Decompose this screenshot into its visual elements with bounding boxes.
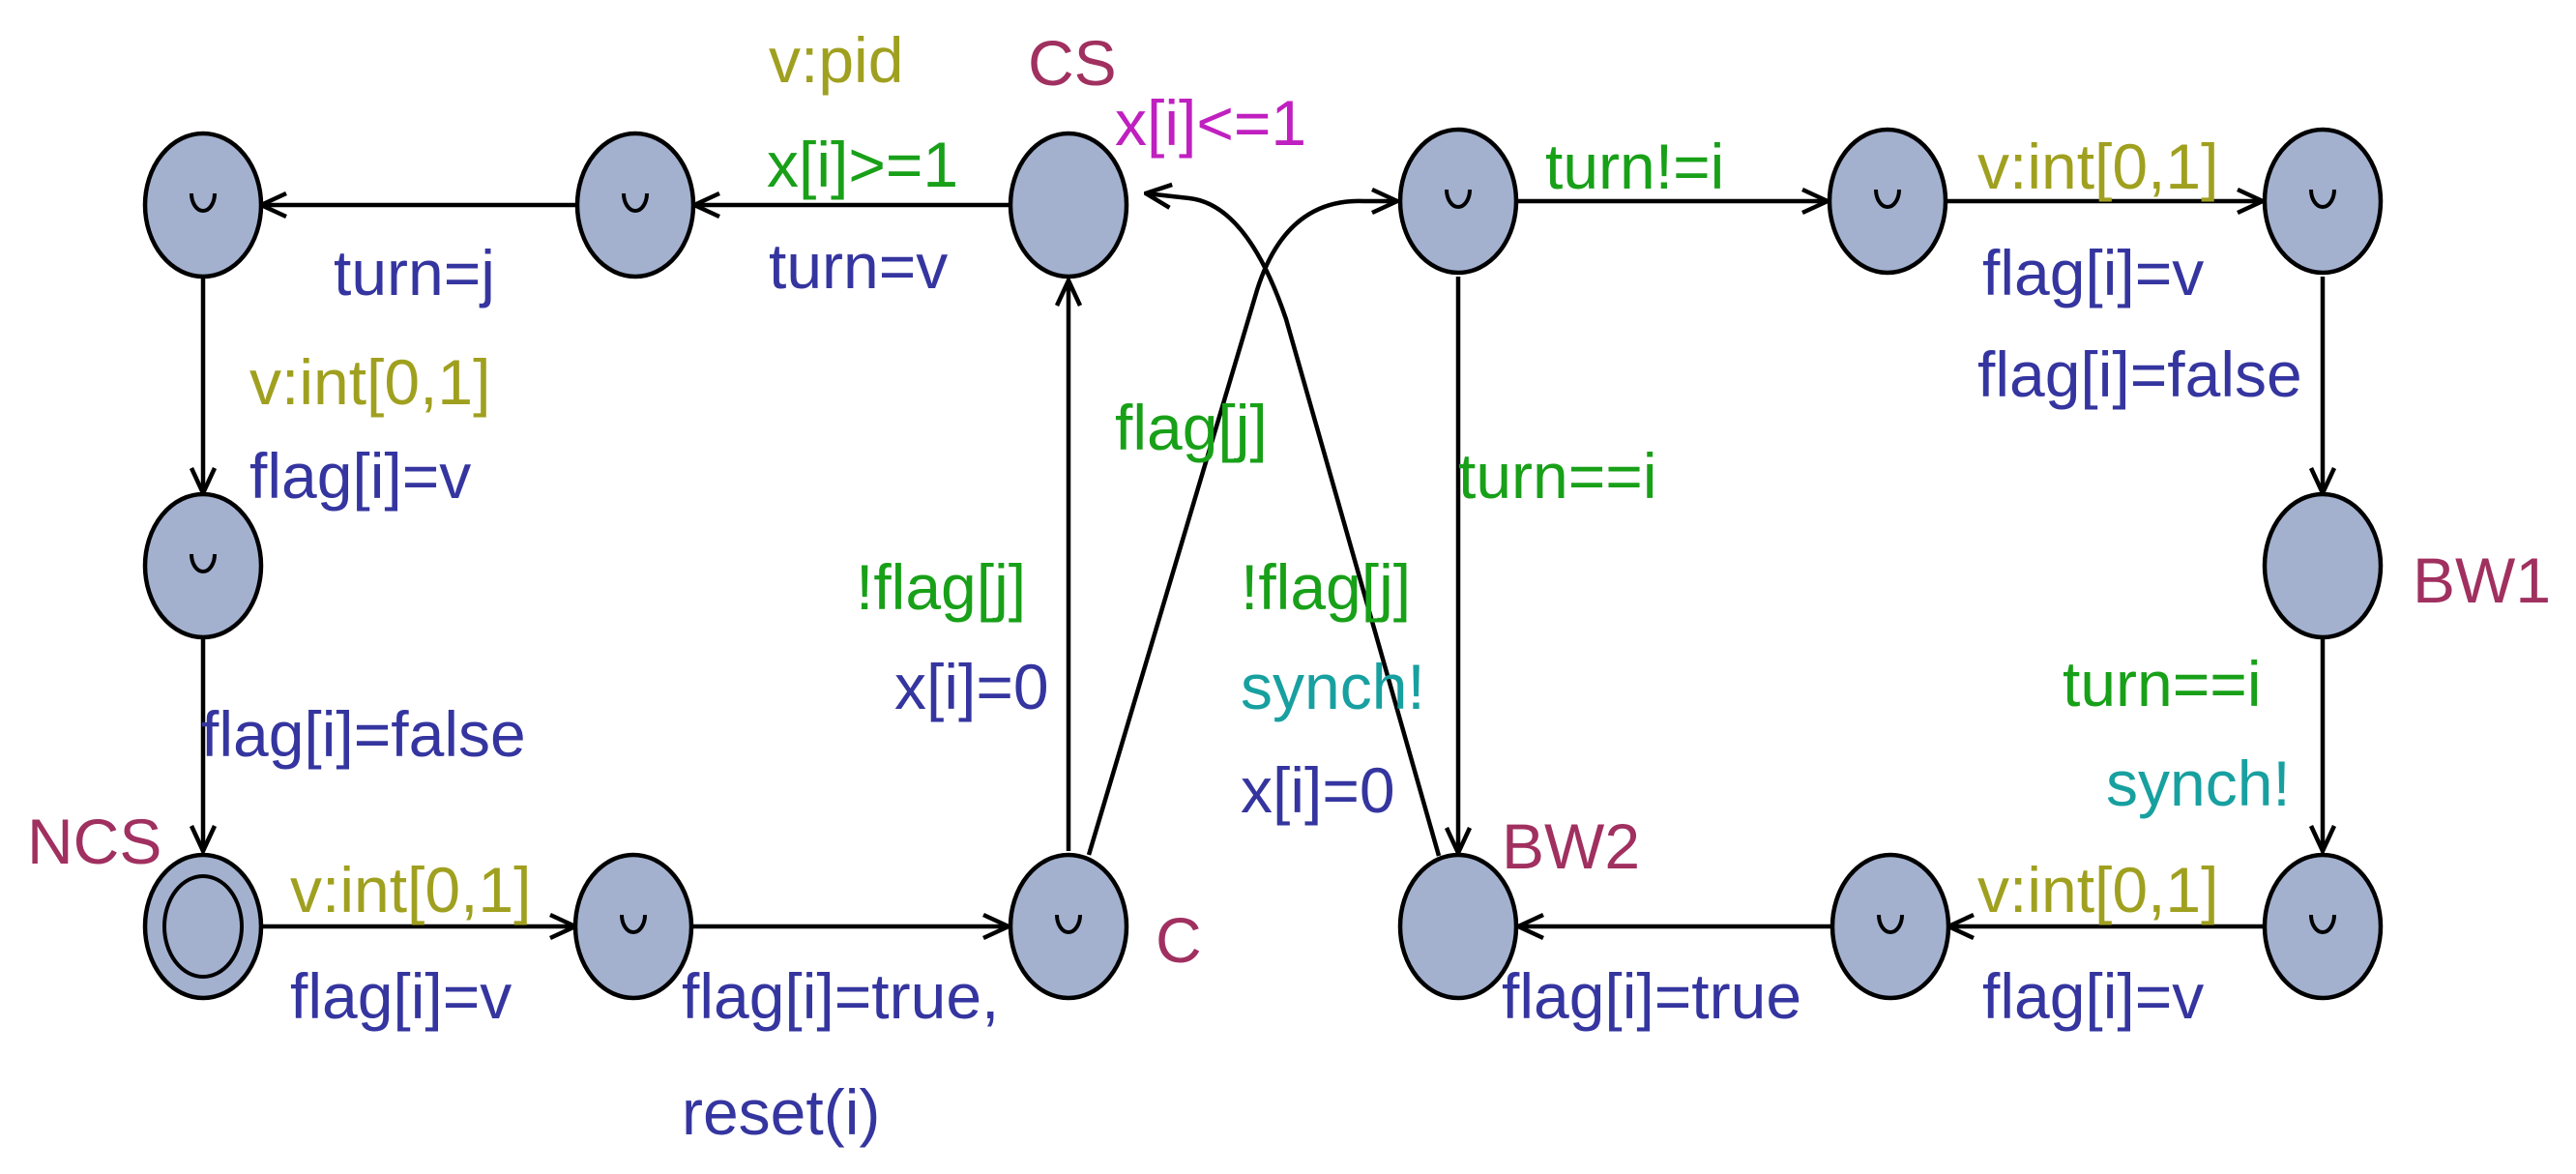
location-name-c: C <box>1156 904 1202 976</box>
label-update-d-to-ncs: flag[i]=false <box>201 698 526 770</box>
location-k <box>1830 852 1951 1001</box>
label-select-b-to-d: v:int[0,1] <box>249 346 490 418</box>
label-select-i-to-k: v:int[0,1] <box>1977 854 2218 925</box>
label-update-a-to-b: turn=j <box>334 237 495 308</box>
label-update-i-to-k: flag[i]=v <box>1982 960 2204 1032</box>
location-f <box>1397 127 1519 276</box>
label-select-g-to-h: v:int[0,1] <box>1977 131 2218 202</box>
label-guard-bw2-to-cs: !flag[j] <box>1241 551 1411 623</box>
location-i <box>2262 852 2384 1001</box>
location-ncs-initial <box>142 852 264 1001</box>
label-update-h-to-bw1: flag[i]=false <box>1977 338 2302 410</box>
label-update-g-to-h: flag[i]=v <box>1982 237 2204 308</box>
location-name-ncs: NCS <box>27 806 161 877</box>
edge-labels: v:pid x[i]>=1 turn=v turn=j v:int[0,1] f… <box>201 24 2302 1148</box>
location-name-bw1: BW1 <box>2413 544 2551 616</box>
label-guard-bw1-to-i: turn==i <box>2063 648 2261 719</box>
invariant-cs: x[i]<=1 <box>1115 87 1306 159</box>
label-guard-c-to-cs: !flag[j] <box>856 551 1026 623</box>
location-g <box>1827 127 1948 276</box>
label-update-b-to-d: flag[i]=v <box>249 440 471 512</box>
edges <box>203 193 2323 926</box>
label-sync-bw1-to-i: synch! <box>2106 748 2291 819</box>
location-name-bw2: BW2 <box>1502 810 1640 882</box>
label-guard-f-to-bw2: turn==i <box>1458 440 1656 512</box>
label-update-e-to-c-line1: flag[i]=true, <box>682 960 999 1032</box>
location-cs <box>1008 131 1129 279</box>
label-update-ncs-to-e: flag[i]=v <box>290 960 512 1032</box>
edge-c-to-f <box>1086 201 1397 856</box>
label-select-cs-to-a: v:pid <box>769 24 903 96</box>
label-update-k-to-bw2: flag[i]=true <box>1502 960 1801 1032</box>
location-d <box>142 491 264 640</box>
label-sync-bw2-to-cs: synch! <box>1241 651 1425 722</box>
location-bw1 <box>2262 491 2384 640</box>
label-guard-f-to-g: turn!=i <box>1545 131 1724 202</box>
label-update-e-to-c-line2: reset(i) <box>682 1076 880 1148</box>
label-update-cs-to-a: turn=v <box>769 230 948 302</box>
location-e <box>572 852 694 1001</box>
label-update-c-to-cs: x[i]=0 <box>894 651 1049 722</box>
edge-bw2-to-cs <box>1146 193 1442 857</box>
label-guard-c-to-f: flag[j] <box>1115 392 1268 463</box>
location-bw2 <box>1397 852 1519 1001</box>
location-b <box>574 131 696 279</box>
label-update-bw2-to-cs: x[i]=0 <box>1241 754 1395 826</box>
location-c <box>1008 852 1129 1001</box>
location-h <box>2262 127 2384 276</box>
location-name-cs: CS <box>1028 27 1117 99</box>
locations <box>142 127 2384 1001</box>
location-names: NCS C CS BW1 BW2 <box>27 27 2551 976</box>
label-select-ncs-to-e: v:int[0,1] <box>290 854 531 925</box>
label-guard-cs-to-a: x[i]>=1 <box>767 129 958 200</box>
location-a <box>142 131 264 279</box>
